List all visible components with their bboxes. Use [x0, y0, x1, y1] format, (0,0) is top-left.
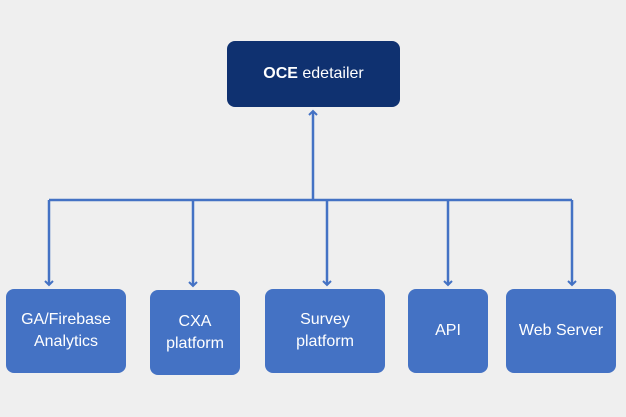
node-cxa-platform: CXA platform [150, 290, 240, 375]
node-label-line1: GA/Firebase [21, 311, 111, 328]
root-label-bold: OCE [263, 65, 298, 82]
root-node-oce-edetailer: OCE edetailer [227, 41, 400, 107]
node-label-line1: API [435, 322, 461, 339]
node-label-line2: platform [166, 334, 224, 352]
node-ga-firebase-analytics: GA/Firebase Analytics [6, 289, 126, 373]
root-label-rest: edetailer [297, 65, 364, 82]
node-api: API [408, 289, 488, 373]
node-label-line1: Web Server [518, 322, 604, 339]
node-web-server: Web Server [506, 289, 616, 373]
node-label-line1: Survey [300, 311, 350, 328]
node-survey-platform: Survey platform [265, 289, 385, 373]
node-label-line1: CXA [178, 312, 212, 330]
node-label-line2: Analytics [33, 333, 99, 350]
node-label-line2: platform [296, 333, 354, 350]
